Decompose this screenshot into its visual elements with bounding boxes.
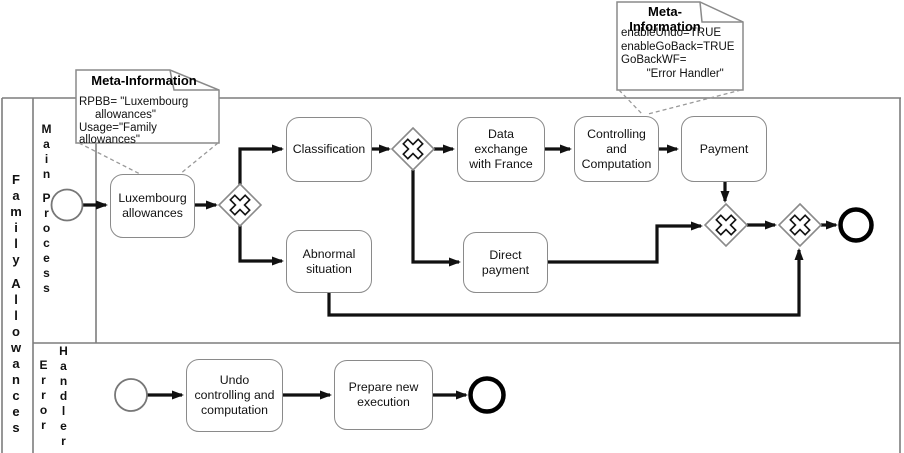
start-event-error-handler [114, 378, 148, 412]
flow-gateway2-to-direct-payment [411, 170, 461, 267]
gateway-split-after-luxembourg [217, 182, 263, 228]
association-note-right-b [647, 89, 742, 115]
annotation-note-right [616, 1, 744, 91]
annotation-right-body: enableUndo=TRUE enableGoBack=TRUE GoBack… [621, 27, 735, 80]
start-event-main [50, 188, 84, 222]
gateway-split-after-classification [390, 126, 436, 172]
annotation-right-title: Meta-Information [629, 4, 701, 34]
annotation-note-left [75, 69, 220, 144]
task-prepare-new-execution: Prepare new execution [334, 360, 433, 430]
task-payment: Payment [681, 116, 767, 182]
task-classification: Classification [286, 117, 372, 182]
association-note-left-b [179, 142, 219, 175]
flow-gateway1-to-classification [238, 144, 284, 186]
task-controlling-and-computation: Controlling and Computation [574, 116, 659, 182]
end-event-error-handler [468, 376, 506, 414]
task-abnormal-situation: Abnormal situation [286, 230, 372, 293]
flow-abnormal-to-gateway4 [327, 248, 804, 317]
end-event-main [838, 207, 874, 243]
flow-gateway1-to-abnormal [238, 224, 284, 266]
task-luxembourg-allowances: Luxembourg allowances [110, 174, 195, 238]
task-data-exchange-with-france: Data exchange with France [457, 117, 545, 182]
gateway-final-join [777, 202, 823, 248]
task-undo-controlling-and-computation: Undo controlling and computation [186, 359, 283, 432]
association-note-right-a [618, 89, 644, 116]
flow-direct-payment-to-gateway3 [548, 221, 703, 264]
annotation-left-title: Meta-Information [91, 73, 197, 88]
annotation-note-right-fold [699, 1, 743, 23]
gateway-x-icon [402, 138, 424, 160]
gateway-x-icon [229, 194, 251, 216]
task-direct-payment: Direct payment [463, 232, 548, 293]
gateway-x-icon [715, 214, 737, 236]
gateway-join-before-final [703, 202, 749, 248]
association-note-left-a [78, 142, 141, 175]
annotation-left-body: RPBB= "Luxembourg allowances" Usage="Fam… [79, 96, 189, 147]
annotation-note-left-fold [169, 69, 219, 91]
gateway-x-icon [789, 214, 811, 236]
